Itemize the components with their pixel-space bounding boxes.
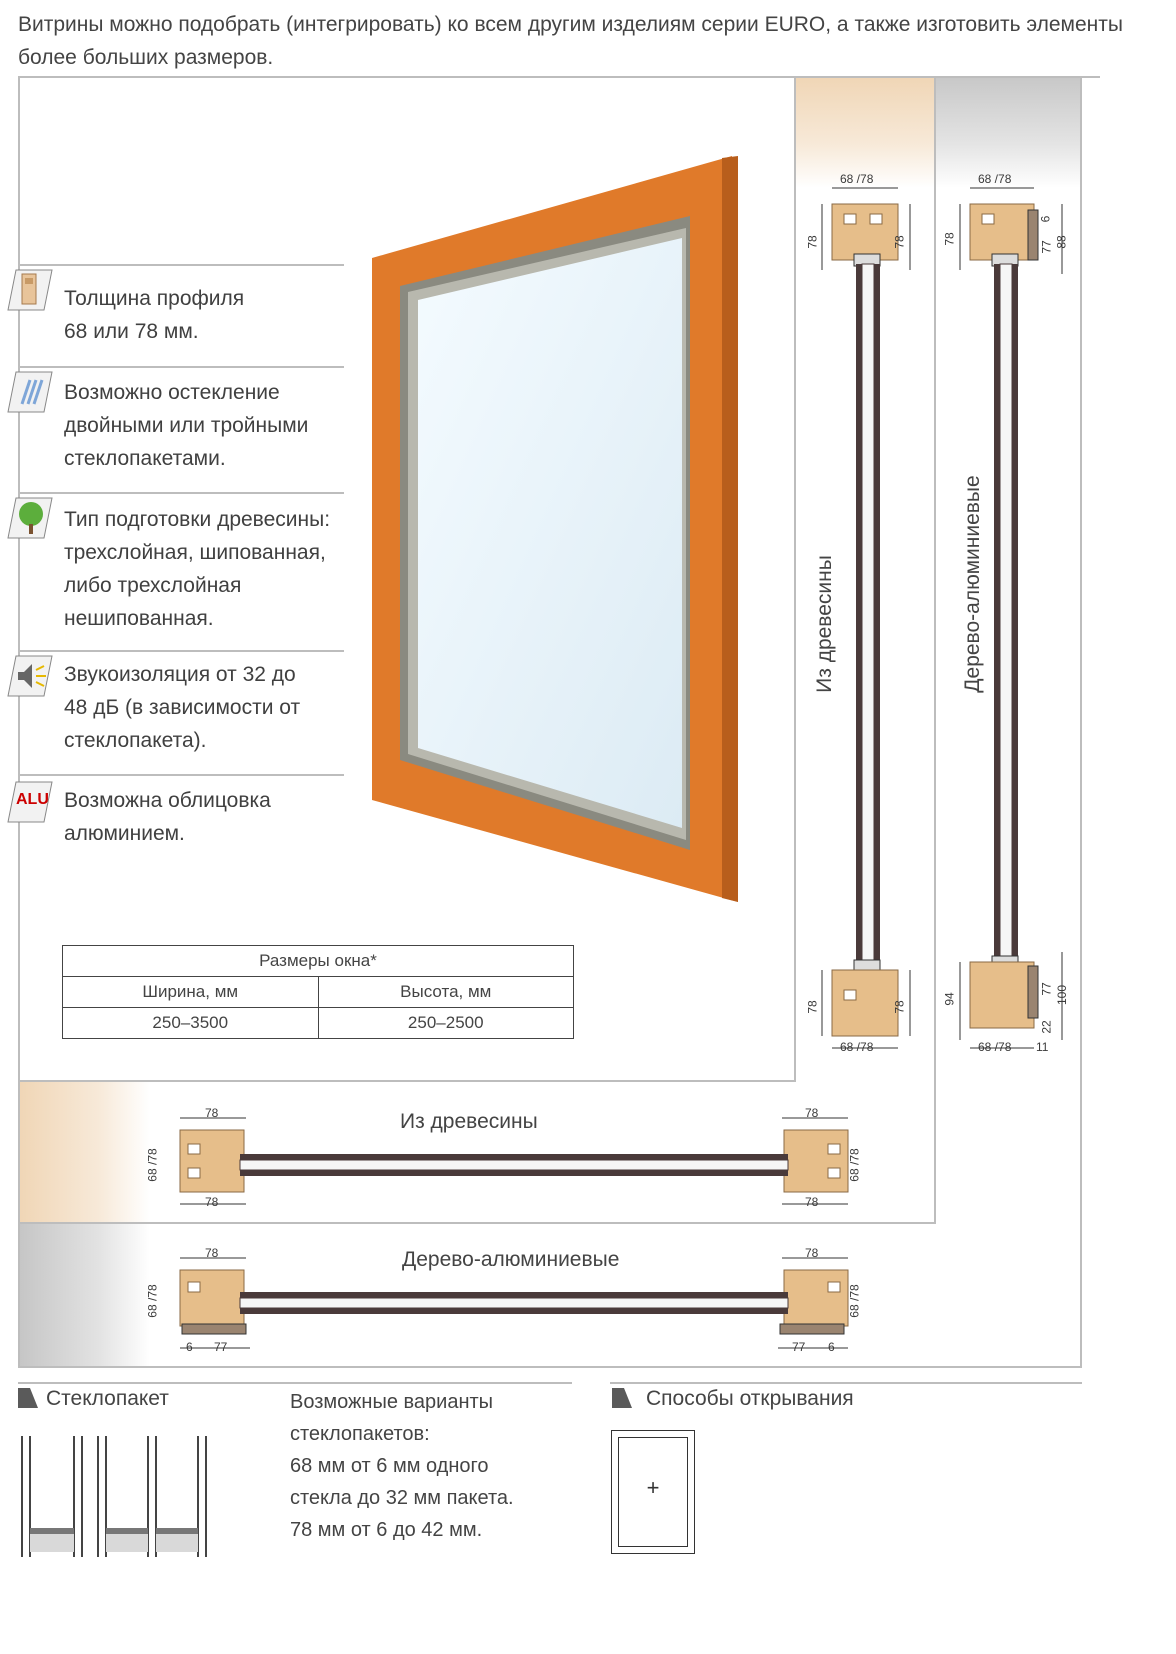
fixed-window-symbol: + [646,1475,660,1500]
alu-horizontal-section [179,1257,849,1349]
feature-text: Звукоизоляция от 32 до 48 дБ (в зависимо… [64,663,301,752]
window-illustration [372,156,738,902]
window-sizes-table: Размеры окна* Ширина, мм Высота, мм 250–… [62,945,574,1039]
feature-divider [18,650,344,652]
fixed-window-inner [618,1437,688,1547]
wood-vertical-label: Из древесины [813,555,836,693]
dim-label: 78 [805,1246,819,1260]
main-panel-bottom-rule [18,1080,794,1082]
glass-unit-diagram [21,1436,207,1557]
feature-divider [18,264,344,266]
dim-label: 68 /78 [145,1148,160,1182]
dim-label: 78 [205,1106,219,1120]
wood-horizontal-section [179,1117,849,1205]
dim-label: 11 [1036,1040,1049,1054]
sizes-width-header: Ширина, мм [62,976,319,1008]
bottom-rule-left [18,1382,572,1384]
dim-label: 78 [805,1195,819,1209]
feature-text: Толщина профиля 68 или 78 мм. [64,287,245,343]
dim-label: 68 /78 [145,1284,160,1318]
dim-label: 6 [1038,215,1053,223]
dim-label: 68 /78 [847,1148,862,1182]
dim-label: 100 [1055,984,1070,1006]
dim-label: 94 [942,992,957,1006]
feature-divider [18,774,344,776]
frame-left-rule [18,76,20,1366]
glazing-icon [4,368,54,416]
dim-label: 68 /78 [978,172,1012,186]
dim-label: 6 [186,1340,193,1354]
sizes-height-header: Высота, мм [317,976,574,1008]
main-panel-right-rule [794,76,796,1082]
opening-methods-title: Способы открывания [646,1387,854,1410]
feature-divider [18,492,344,494]
dim-label: 78 [805,235,820,249]
frame-right-rule [1080,76,1082,1366]
dim-label: 88 [1054,235,1069,249]
wood-vertical-bg [796,78,934,188]
alu-vertical-label: Дерево-алюминиевые [961,475,984,693]
dim-label: 68 /78 [847,1284,862,1318]
dim-label: 78 [805,1106,819,1120]
opening-marker-icon [612,1388,634,1415]
wood-vertical-section [821,187,911,1049]
dim-label: 68 /78 [840,1040,874,1054]
profile-thickness-icon [4,266,54,314]
alu-vertical-section [959,187,1063,1049]
dim-label: 77 [1039,982,1054,996]
dim-label: 68 /78 [978,1040,1012,1054]
alu-vertical-bg [936,78,1080,188]
dim-label: 78 [942,232,957,246]
frame-top-rule [18,76,1100,78]
alu-horizontal-label: Дерево-алюминиевые [402,1248,620,1271]
speaker-icon [4,652,54,700]
glass-unit-title: Стеклопакет [46,1387,169,1410]
glass-unit-marker-icon [18,1388,40,1415]
dim-label: 6 [828,1340,835,1354]
frame-bottom-rule [18,1366,1082,1368]
alu-icon-text: ALU [16,791,49,808]
wood-panel-right-rule [934,76,936,1224]
bottom-rule-right [610,1382,1082,1384]
intro-text: Витрины можно подобрать (интегрировать) … [18,13,1123,69]
sizes-table-title: Размеры окна* [62,945,574,977]
dim-label: 78 [205,1195,219,1209]
wood-horizontal-label: Из древесины [400,1110,538,1133]
dim-label: 77 [214,1340,228,1354]
tree-icon [4,494,54,542]
fixed-window-icon: + [611,1430,695,1554]
dim-label: 77 [1039,240,1054,254]
dim-label: 22 [1039,1020,1054,1034]
dim-label: 78 [205,1246,219,1260]
feature-text: Возможно остекление двойными или тройным… [64,381,309,470]
feature-text: Возможна облицовка алюминием. [64,789,271,845]
sizes-width-value: 250–3500 [62,1007,319,1039]
sizes-height-value: 250–2500 [317,1007,574,1039]
wood-horizontal-bg [20,1082,150,1222]
feature-divider [18,366,344,368]
dim-label: 68 /78 [840,172,874,186]
dim-label: 77 [792,1340,806,1354]
dim-label: 78 [805,1000,820,1014]
alu-icon: ALU [4,778,54,826]
dim-label: 78 [892,1000,907,1014]
dim-label: 78 [892,235,907,249]
feature-text: Тип подготовки древесины: трехслойная, ш… [64,508,331,630]
glass-variants-text: Возможные варианты стеклопакетов: 68 мм … [290,1391,514,1541]
wood-panel-bottom-rule [18,1222,936,1224]
alu-horizontal-bg [20,1224,150,1366]
